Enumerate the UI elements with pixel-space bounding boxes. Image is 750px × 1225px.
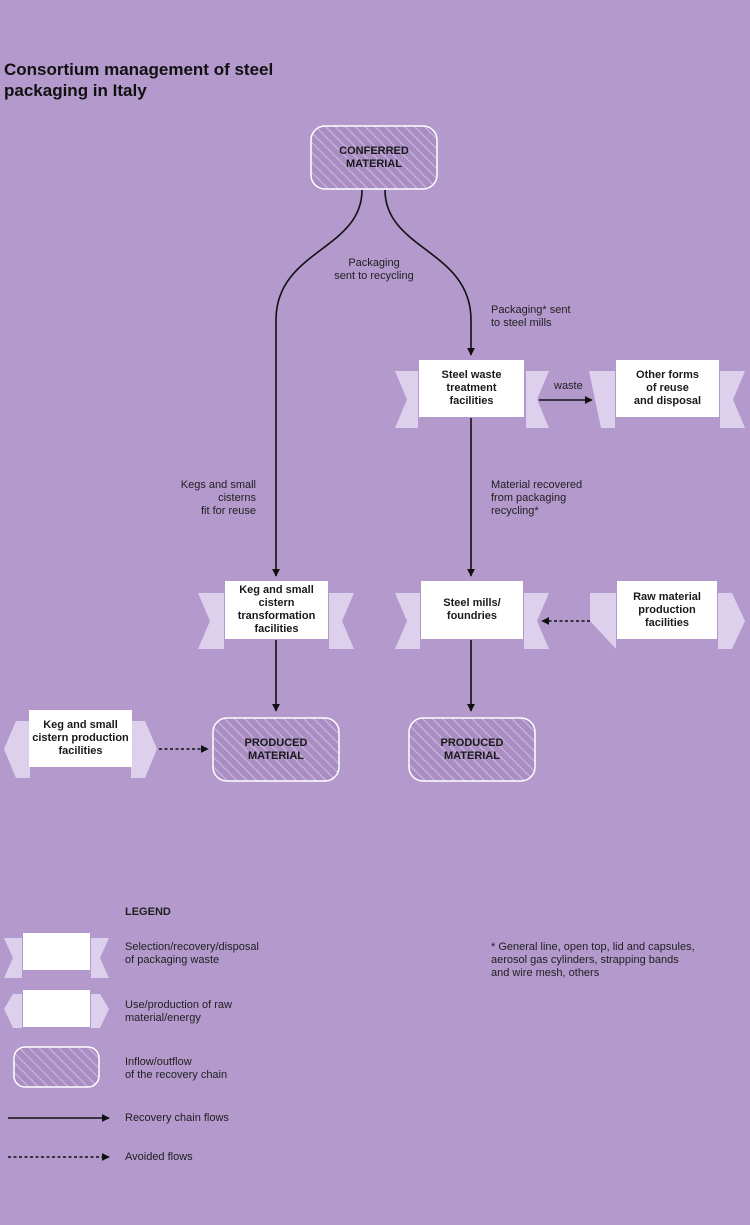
- flow-to-keg-transform: [272, 189, 363, 577]
- hatch-produced-left: [212, 717, 340, 782]
- ribbon-steel-waste: [395, 371, 549, 428]
- legend-heading: LEGEND: [125, 906, 171, 918]
- legend-selection-label: Selection/recovery/disposal of packaging…: [125, 941, 259, 966]
- label-waste: waste: [554, 380, 583, 392]
- node-conferred-material: CONFERRED MATERIAL: [339, 144, 409, 170]
- legend-ribbon-use: [4, 994, 109, 1028]
- legend-box-selection: [23, 933, 90, 970]
- flow-to-steel-waste: [384, 189, 475, 356]
- label-kegs-reuse: Kegs and small cisterns fit for reuse: [180, 479, 256, 517]
- legend-inflow-label: Inflow/outflow of the recovery chain: [125, 1056, 228, 1081]
- label-packaging-steel-mills: Packaging* sent to steel mills: [491, 304, 571, 329]
- hatch-conferred: [310, 125, 438, 190]
- diagram-title: Consortium management of steel packaging…: [4, 60, 274, 100]
- node-produced-material-right: PRODUCED MATERIAL: [440, 736, 504, 762]
- legend-recovery-label: Recovery chain flows: [125, 1112, 229, 1124]
- node-produced-material-left: PRODUCED MATERIAL: [244, 736, 308, 762]
- ribbon-raw-material: [590, 593, 745, 649]
- ribbon-keg-transform: [198, 593, 354, 649]
- legend-hatch: [13, 1046, 100, 1088]
- label-packaging-recycling: Packaging sent to recycling: [334, 257, 414, 282]
- node-steel-waste-treatment: Steel waste treatment facilities: [419, 360, 524, 417]
- node-steel-mills: Steel mills/ foundries: [421, 581, 523, 639]
- node-keg-transformation: Keg and small cistern transformation fac…: [225, 581, 328, 639]
- ribbon-other-forms: [589, 371, 745, 428]
- node-raw-material: Raw material production facilities: [617, 581, 717, 639]
- footnote: * General line, open top, lid and capsul…: [491, 941, 695, 979]
- label-material-recovered: Material recovered from packaging recycl…: [491, 479, 583, 517]
- ribbon-steel-mills: [395, 593, 549, 649]
- ribbon-keg-production: [4, 721, 157, 778]
- legend-avoided-label: Avoided flows: [125, 1151, 193, 1163]
- node-keg-production: Keg and small cistern production facilit…: [29, 710, 132, 767]
- legend-box-use: [23, 990, 90, 1027]
- node-other-forms-reuse: Other forms of reuse and disposal: [616, 360, 719, 417]
- hatch-produced-right: [408, 717, 536, 782]
- legend-use-label: Use/production of raw material/energy: [125, 999, 232, 1024]
- legend-ribbon-selection: [4, 938, 109, 978]
